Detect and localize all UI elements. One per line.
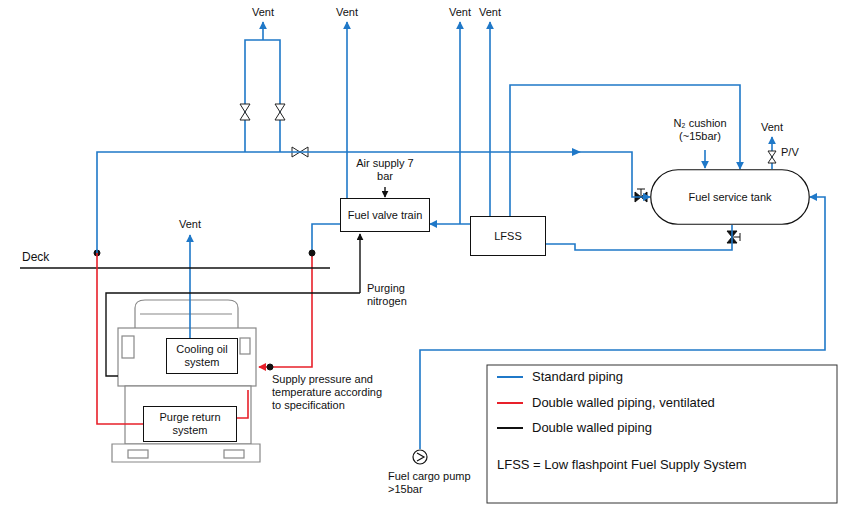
process-box: LFSS [470,216,546,256]
double-wall-supply [259,253,312,367]
junction-dot [267,364,273,370]
vent-label: Vent [479,6,501,19]
deck-label: Deck [22,250,49,264]
engine-cover [135,300,238,328]
valve-stem [637,189,645,197]
pump-label: >15bar [388,483,423,496]
pipe-line [97,152,650,253]
pump-chevron [417,453,424,461]
vent-label: Vent [179,218,201,231]
air-supply-arrow [384,187,385,197]
system-box: Cooling oil system [166,338,238,374]
valve-label: P/V [781,146,799,159]
engine-base [112,444,260,462]
valve-symbol [275,104,285,120]
node-text: Purge return system [150,411,230,437]
vent-pipe [459,22,461,224]
legend-text: Double walled piping, ventilated [532,395,715,410]
pipe-line [97,253,143,424]
legend-frame [487,365,837,503]
node-text: Fuel valve train [348,209,423,222]
engine-detail [140,313,232,314]
pipe-line [420,197,825,449]
pipe-connector [430,224,470,225]
pump-circle [413,450,427,464]
legend-note: LFSS = Low flashpoint Fuel Supply System [497,457,747,472]
legend-sample-standard [497,376,523,378]
nitrogen-pipe [704,150,706,168]
vent-label: Vent [336,6,358,19]
pipe-line [546,225,732,250]
supply-note: Purging nitrogen [367,282,422,308]
node-text: LFSS [494,230,522,243]
junction-dot [309,250,315,256]
pump-symbol [412,449,428,465]
node-text: Fuel service tank [688,191,771,204]
vent-label: Vent [252,6,274,19]
deck-line [20,267,330,268]
purge-nitrogen-pipe [106,293,360,376]
node-text: Cooling oil system [173,343,231,369]
pipe-line [430,223,470,225]
purge-nitrogen-arrow [359,234,360,293]
spec-note: Supply pressure and temperature accordin… [272,373,394,412]
valve-train-box: Fuel valve train [340,198,430,232]
engine-detail [240,338,250,354]
supply-note: Air supply 7 bar [355,157,415,183]
vent-pipe [489,22,491,216]
pipe-connector [97,152,650,424]
vent-label: Vent [449,6,471,19]
pump-node: Fuel cargo pump>15bar [412,449,428,465]
legend-text: Standard piping [532,369,623,384]
valve-symbol [768,151,776,163]
engine-foot [128,450,148,458]
engine-foot [224,450,244,458]
vent-label: Vent [761,121,783,134]
valve-symbol [240,104,250,120]
pipe-connector [546,225,732,250]
pipe-connector [420,197,825,449]
legend-sample-ventilated [497,402,523,404]
legend-text: Double walled piping [532,420,652,435]
vent-pipe [245,40,280,152]
legend-entry: Double walled piping [532,420,652,436]
valve-stem [732,233,740,241]
system-box: Purge return system [143,406,237,442]
legend-sample-double [497,427,523,429]
pressure-note: N₂ cushion (~15bar) [665,117,735,143]
tank-vessel: Fuel service tank [650,169,810,225]
vent-pipe [189,235,191,340]
double-wall-return [236,390,248,418]
engine-detail [122,336,134,358]
pump-label: Fuel cargo pump [388,470,471,483]
engine-block [125,386,251,444]
vent-pipe [346,22,348,198]
engine-body [118,328,256,386]
legend-entry: Double walled piping, ventilated [532,395,715,411]
tank-shape [651,170,810,225]
vent-pipe [262,22,264,40]
legend-entry: Standard piping [532,369,623,385]
supply-pipe [312,224,340,253]
